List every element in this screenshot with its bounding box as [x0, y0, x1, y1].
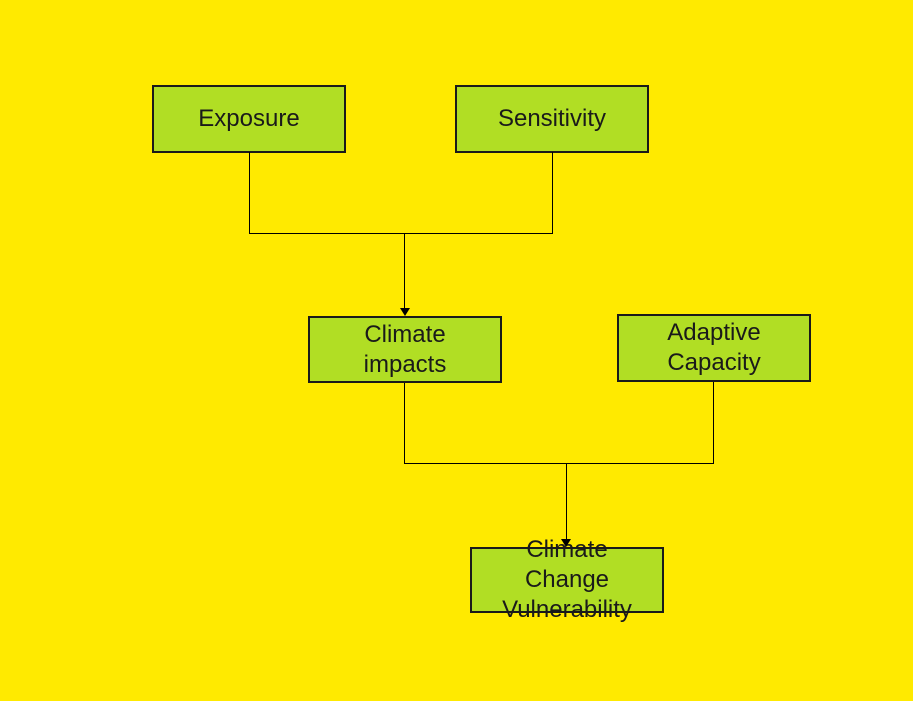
node-climate-impacts: Climate impacts: [308, 316, 502, 383]
node-exposure: Exposure: [152, 85, 346, 153]
arrowhead-down-icon: [400, 308, 410, 316]
arrowhead-down-icon: [561, 539, 571, 547]
node-sensitivity-label: Sensitivity: [497, 105, 607, 132]
connector-merge1-down: [404, 233, 405, 308]
connector-adaptive-down: [713, 382, 714, 463]
node-adaptive-capacity-label: Adaptive Capacity: [667, 319, 761, 376]
node-climate-impacts-label: Climate impacts: [363, 320, 447, 378]
node-climate-change-vulnerability: Climate Change Vulnerability: [470, 536, 664, 623]
connector-top-horizontal: [249, 233, 553, 234]
connector-bottom-horizontal: [404, 463, 714, 464]
node-climate-change-vulnerability-label: Climate Change Vulnerability: [502, 536, 632, 623]
node-adaptive-capacity: Adaptive Capacity: [617, 314, 811, 382]
node-sensitivity: Sensitivity: [455, 85, 649, 153]
node-exposure-label: Exposure: [198, 105, 300, 132]
connector-merge2-down: [566, 463, 567, 539]
connector-sensitivity-down: [552, 152, 553, 234]
connector-exposure-down: [249, 152, 250, 234]
connector-impacts-down: [404, 383, 405, 463]
